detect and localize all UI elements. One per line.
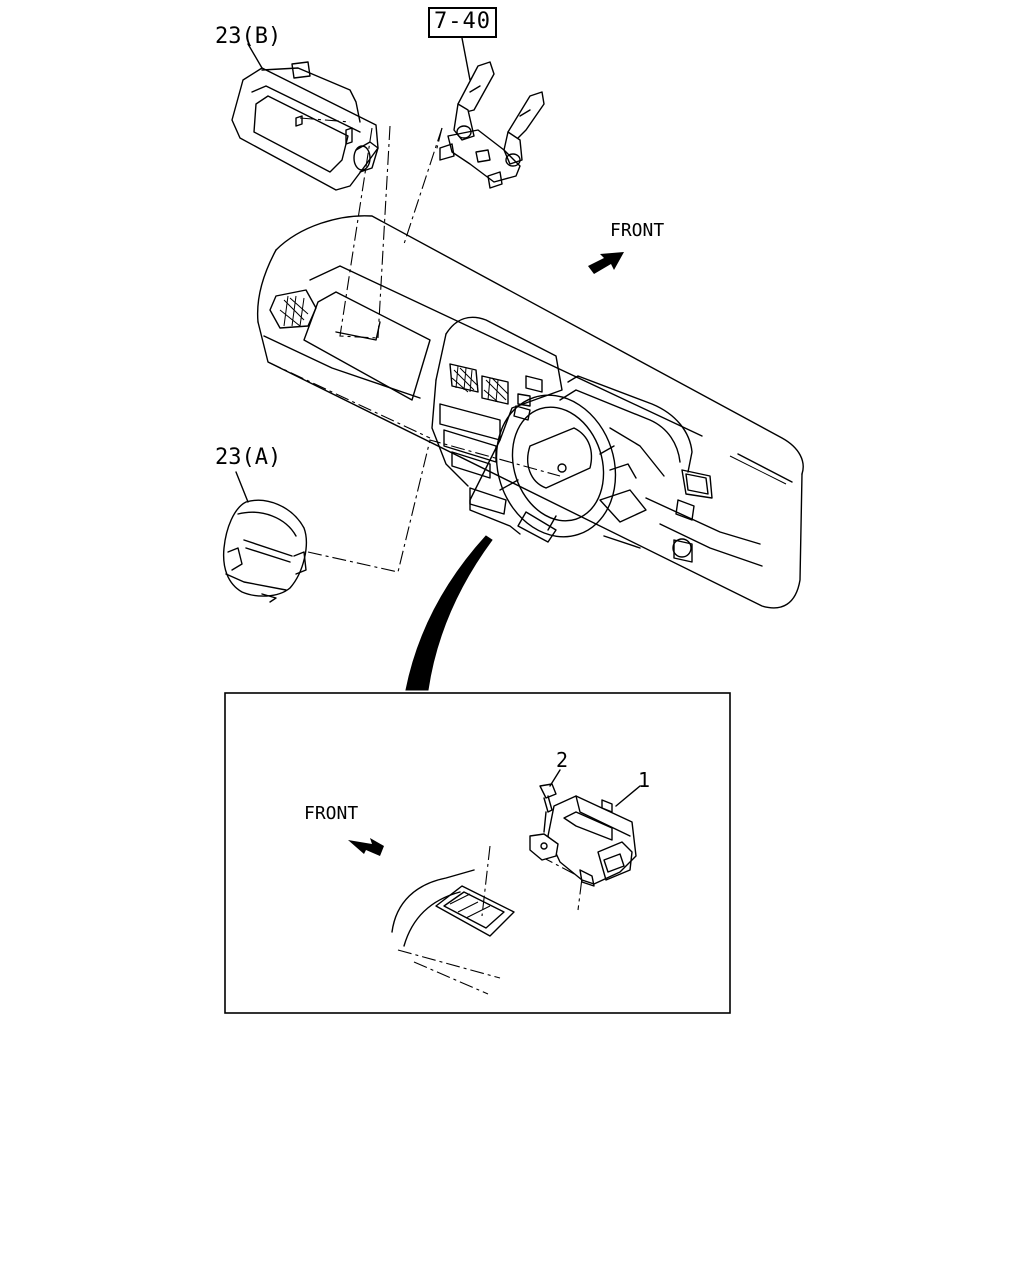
mounting-bracket xyxy=(529,833,559,861)
combination-switch-assembly xyxy=(439,61,545,189)
callout-23a: 23(A) xyxy=(215,445,282,470)
leader-lines-inset xyxy=(549,769,641,807)
bolt xyxy=(539,783,557,833)
srs-control-unit xyxy=(547,795,637,887)
passenger-airbag-module xyxy=(231,61,379,191)
callout-2: 2 xyxy=(556,748,569,772)
front-arrow-upper-icon xyxy=(588,252,624,274)
detail-sweep-arrow xyxy=(405,535,493,691)
front-label-lower: FRONT xyxy=(304,803,359,824)
callout-1: 1 xyxy=(638,768,651,792)
front-arrow-lower-icon xyxy=(348,838,384,856)
instrument-panel xyxy=(256,215,804,609)
driver-airbag-module xyxy=(222,499,307,603)
reference-page-box[interactable]: 7-40 xyxy=(428,7,497,38)
leader-lines-upper xyxy=(235,37,561,573)
inset-floor-console xyxy=(391,845,583,995)
front-label-upper: FRONT xyxy=(610,220,665,241)
callout-23b: 23(B) xyxy=(215,24,282,49)
detail-inset-frame xyxy=(224,692,731,1014)
